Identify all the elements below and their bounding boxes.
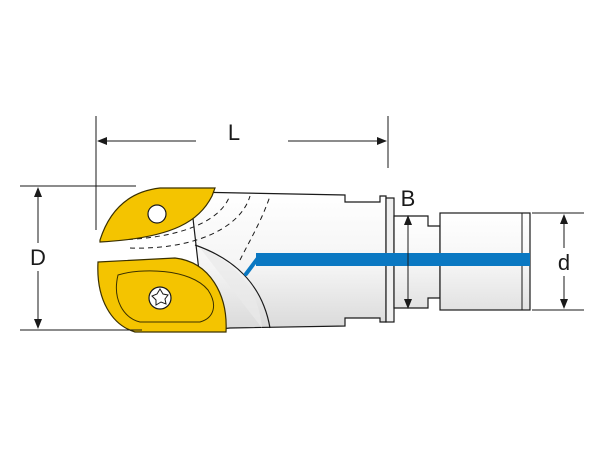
label-diameter: D — [30, 245, 46, 270]
label-length: L — [228, 120, 240, 145]
dimension-length — [95, 116, 389, 230]
label-shank-diameter: d — [558, 250, 570, 275]
chip-flute — [194, 244, 271, 329]
torx-screw-icon — [148, 286, 172, 310]
upper-insert-hole — [147, 204, 167, 224]
dimension-shank-width — [404, 215, 412, 309]
upper-insert — [99, 187, 216, 243]
coolant-channel — [244, 253, 530, 276]
label-shank-width: B — [401, 186, 416, 211]
lower-insert — [97, 257, 227, 333]
